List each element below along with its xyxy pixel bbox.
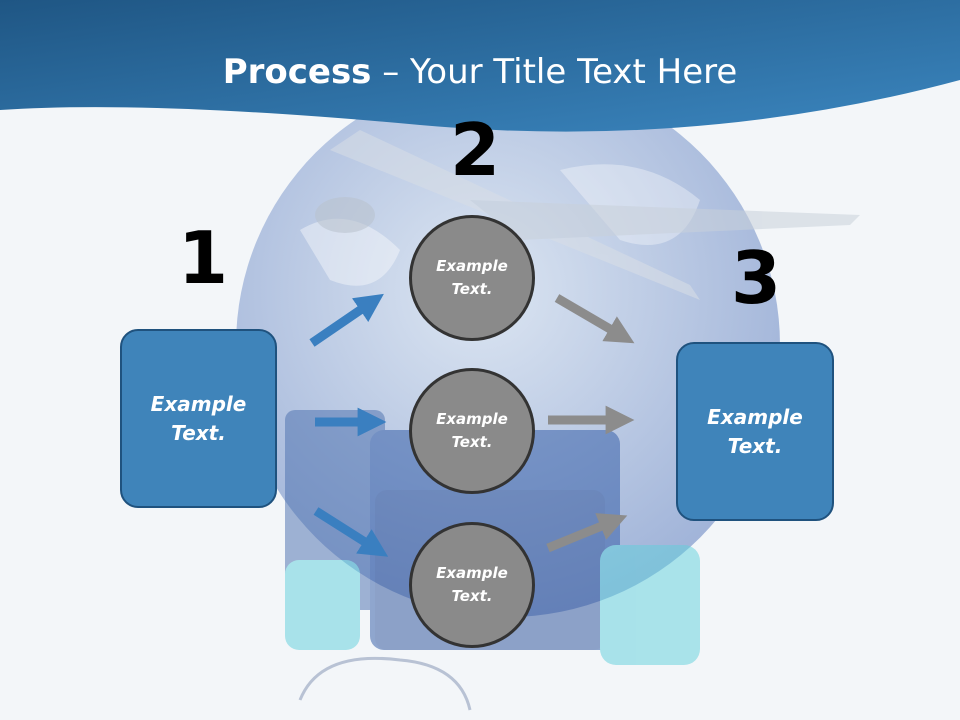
circle-bottom-line1: Example: [436, 564, 508, 582]
right-box-line1: Example: [707, 404, 803, 429]
left-box-line1: Example: [150, 391, 247, 416]
circle-top-line1: Example: [436, 257, 508, 275]
title-rest: – Your Title Text Here: [371, 52, 738, 92]
step-number-3: 3: [731, 236, 782, 320]
left-text-box[interactable]: Example Text.: [120, 329, 277, 508]
right-box-line2: Text.: [727, 433, 783, 458]
airplane-image: [315, 130, 860, 300]
circle-middle-line2: Text.: [451, 433, 493, 451]
slide-title: Process – Your Title Text Here: [0, 52, 960, 92]
circle-middle-line1: Example: [436, 410, 508, 428]
right-text-box[interactable]: Example Text.: [676, 342, 834, 521]
circle-top[interactable]: Example Text.: [409, 215, 535, 341]
header-banner: [0, 0, 960, 132]
circle-top-line2: Text.: [451, 280, 493, 298]
circle-bottom-line2: Text.: [451, 587, 493, 605]
step-number-1: 1: [178, 216, 229, 300]
title-bold: Process: [222, 52, 372, 92]
step-number-2: 2: [450, 108, 501, 192]
circle-bottom[interactable]: Example Text.: [409, 522, 535, 648]
circle-middle[interactable]: Example Text.: [409, 368, 535, 494]
left-box-line2: Text.: [171, 420, 226, 445]
